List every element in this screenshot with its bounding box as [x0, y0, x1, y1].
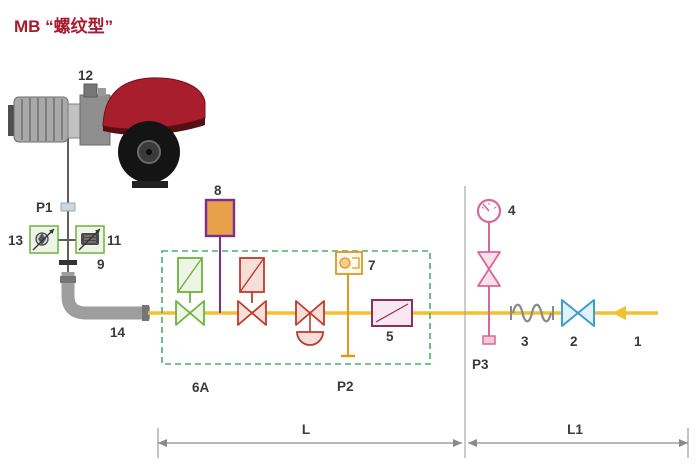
- elbow-pipe: [61, 272, 150, 320]
- burner-motor-ribs: [21, 98, 63, 141]
- label-9: 9: [97, 257, 105, 272]
- gauge-tick-1: [481, 206, 485, 209]
- dimension-l1-arrow-right: [679, 439, 688, 447]
- device-11-adjust-arrowhead: [95, 229, 100, 234]
- pressure-switch-7-dial: [339, 257, 351, 269]
- pink-valve-body-top: [477, 251, 501, 270]
- label-dim-l1: L1: [567, 422, 583, 437]
- elbow-flange-end: [142, 305, 149, 321]
- p1-test-point: [60, 202, 76, 212]
- hose-wave: [511, 303, 553, 323]
- device-5-diagonal: [375, 303, 409, 323]
- dimension-l-arrow-left: [158, 439, 167, 447]
- regulator-body-right: [309, 300, 325, 326]
- page-title: MB “螺纹型”: [14, 16, 113, 36]
- label-11: 11: [107, 233, 122, 248]
- burner-foot: [132, 181, 168, 188]
- dimension-l1-arrow-left: [468, 439, 477, 447]
- pressure-switch-7-contact: [352, 257, 360, 269]
- dimension-l-arrow-right: [453, 439, 462, 447]
- label-2: 2: [570, 334, 578, 349]
- gauge-needle: [482, 203, 490, 212]
- burner-illustration: [8, 77, 206, 188]
- burner-hood: [102, 77, 206, 130]
- burner-fitting-small: [98, 88, 106, 96]
- elbow-14: [60, 272, 150, 321]
- label-12: 12: [78, 68, 93, 83]
- green-valve-body-left: [175, 300, 191, 326]
- device-13-adjust-arrowhead: [49, 229, 54, 234]
- pressure-device-8: [204, 198, 236, 238]
- device-11-adjust-arrow: [78, 228, 101, 251]
- burner-motor-cap: [8, 105, 16, 136]
- solenoid-valve-red: [237, 257, 267, 326]
- device-13-adjust-arrow: [32, 228, 55, 251]
- pink-valve-body-bottom: [477, 268, 501, 287]
- green-valve-actuator-diagonal: [177, 257, 203, 293]
- red-valve-body-left: [237, 300, 253, 326]
- label-4: 4: [508, 203, 516, 218]
- burner-coupling: [67, 103, 81, 139]
- label-14: 14: [110, 325, 126, 340]
- blue-valve-body-left: [561, 299, 579, 327]
- pressure-regulator-red: [295, 300, 325, 346]
- regulator-body-left: [295, 300, 311, 326]
- solenoid-valve-green: [175, 257, 205, 326]
- label-13: 13: [8, 233, 24, 248]
- device-13: [29, 225, 59, 254]
- flow-arrow: [612, 306, 626, 320]
- gauge-tick-3: [493, 206, 497, 209]
- dimension-l: L: [157, 422, 462, 458]
- label-3: 3: [521, 334, 529, 349]
- p3-test-point: [482, 335, 496, 345]
- dimension-l1: L1: [468, 422, 689, 458]
- label-1: 1: [634, 334, 642, 349]
- label-p2: P2: [337, 379, 354, 394]
- label-p1: P1: [36, 200, 53, 215]
- manual-valve-blue-2: [561, 299, 595, 327]
- green-valve-body-right: [189, 300, 205, 326]
- device-11: [75, 225, 105, 254]
- valve-pink-p3: [477, 251, 501, 345]
- elbow-flange-top: [60, 276, 76, 283]
- regulator-diaphragm-dome: [296, 331, 324, 346]
- flex-hose-3: [510, 303, 554, 323]
- label-dim-l: L: [302, 422, 310, 437]
- pressure-switch-7: [335, 251, 363, 275]
- burner-blower-hub: [146, 149, 152, 155]
- pressure-gauge-4: [476, 198, 502, 253]
- item-9-bar: [59, 260, 77, 265]
- device-13-rotor-blade: [38, 233, 46, 245]
- blue-valve-body-right: [577, 299, 595, 327]
- label-6a: 6A: [192, 380, 210, 395]
- label-8: 8: [214, 183, 222, 198]
- valve-train-boundary: [161, 250, 431, 365]
- device-5: [371, 299, 413, 327]
- red-valve-actuator-diagonal: [239, 257, 265, 293]
- burner-fitting: [83, 83, 98, 98]
- label-5: 5: [386, 329, 394, 344]
- red-valve-body-right: [251, 300, 267, 326]
- label-7: 7: [368, 258, 376, 273]
- label-p3: P3: [472, 357, 489, 372]
